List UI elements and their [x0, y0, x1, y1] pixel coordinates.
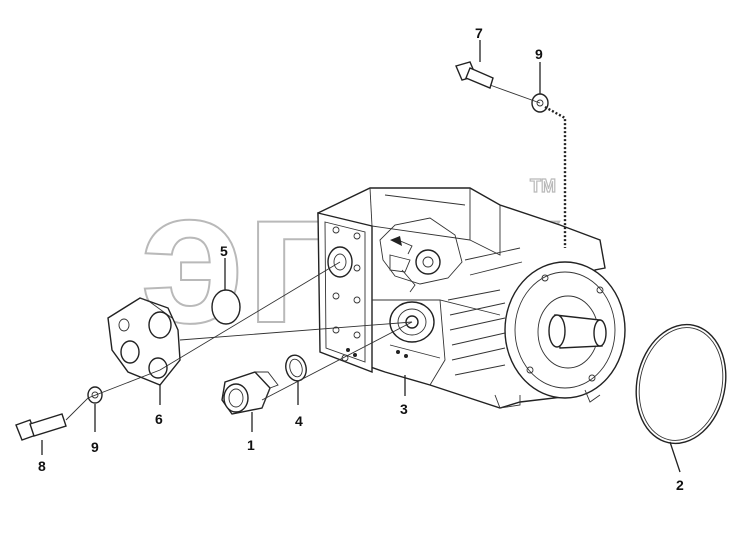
assembly-lines [65, 84, 567, 421]
callout-5: 5 [220, 243, 228, 259]
part-2-o-ring [635, 323, 727, 445]
part-1-fitting [221, 371, 279, 415]
part-6-flange [107, 297, 181, 386]
watermark-tm: TM [530, 176, 556, 196]
callout-4: 4 [295, 413, 303, 429]
callout-7: 7 [475, 25, 483, 41]
callout-9-bottom: 9 [91, 439, 99, 455]
callout-3: 3 [400, 401, 408, 417]
part-8-bolt [15, 413, 67, 441]
callout-1: 1 [247, 437, 255, 453]
callout-6: 6 [155, 411, 163, 427]
callout-8: 8 [38, 458, 46, 474]
part-2-o-ring-inner [638, 327, 724, 441]
callout-labels: 7 9 5 6 9 1 4 3 2 8 [38, 25, 684, 493]
leader-lines [41, 40, 681, 473]
part-5-o-ring [211, 289, 241, 325]
callout-2: 2 [676, 477, 684, 493]
callout-9-top: 9 [535, 46, 543, 62]
pump-body [317, 187, 626, 409]
part-7-bolt [455, 61, 494, 89]
